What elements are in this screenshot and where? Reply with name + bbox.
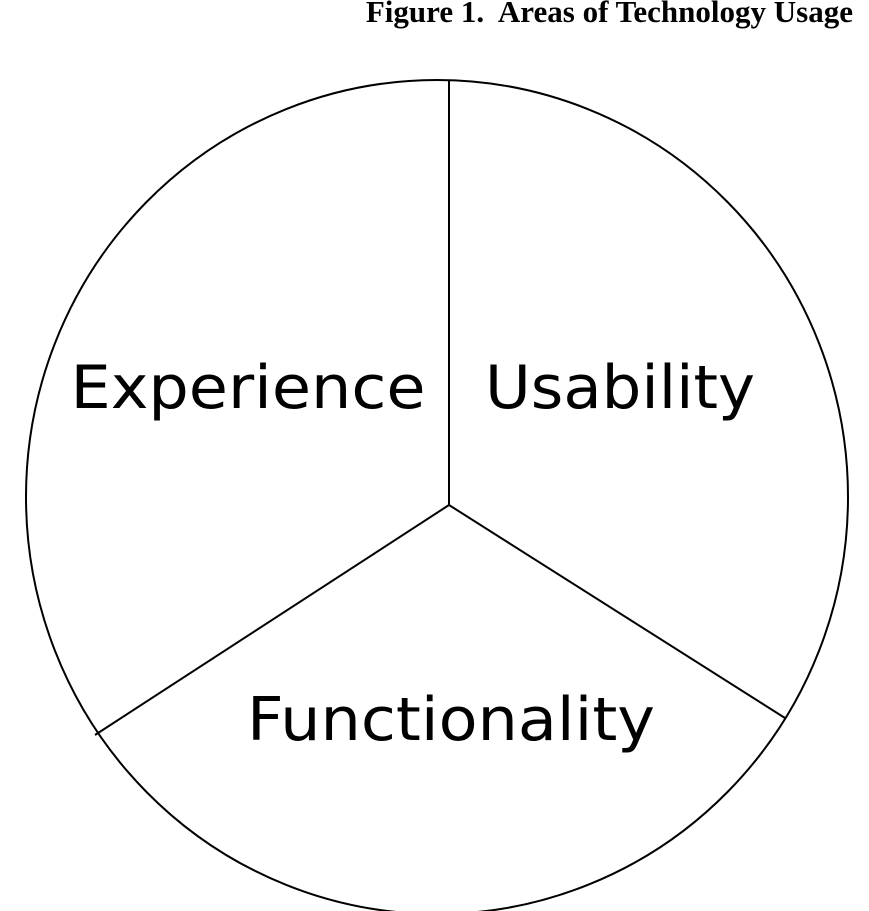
sector-label-usability: Usability — [485, 353, 755, 423]
sector-label-experience: Experience — [71, 353, 426, 423]
divider-right — [448, 504, 786, 719]
outer-circle — [25, 79, 849, 911]
sector-label-functionality: Functionality — [247, 685, 655, 755]
figure-title: Figure 1. Areas of Technology Usage — [365, 0, 853, 29]
divider-left — [94, 504, 450, 736]
